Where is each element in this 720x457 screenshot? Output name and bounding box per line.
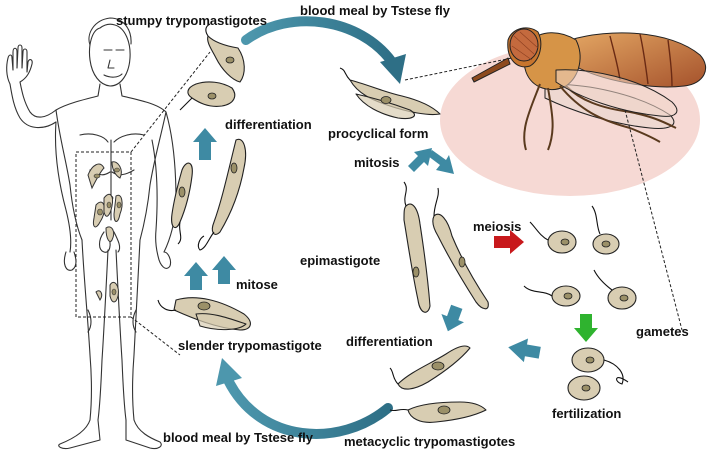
- label-slender-trypomastigote: slender trypomastigote: [178, 338, 322, 353]
- label-differentiation-bottom: differentiation: [346, 334, 433, 349]
- top-curved-arrow: [241, 16, 397, 67]
- label-stumpy-trypomastigotes: stumpy trypomastigotes: [116, 13, 267, 28]
- label-mitose: mitose: [236, 277, 278, 292]
- meiosis-arrow: [494, 230, 524, 254]
- label-procyclical-form: procyclical form: [328, 126, 429, 141]
- tsetse-fly: [471, 27, 706, 151]
- zoom-box: [75, 151, 132, 318]
- label-meiosis: meiosis: [473, 219, 522, 234]
- blood-parasites: [87, 161, 123, 303]
- label-mitosis: mitosis: [354, 155, 400, 170]
- fertilization-arrow: [574, 314, 598, 342]
- small-arrows: [184, 128, 541, 363]
- human-figure: [6, 17, 177, 450]
- label-metacyclic-trypomastigotes: metacyclic trypomastigotes: [344, 434, 516, 449]
- label-blood-meal-top: blood meal by Tstese fly: [300, 3, 451, 18]
- label-differentiation-top: differentiation: [225, 117, 312, 132]
- label-gametes: gametes: [636, 324, 689, 339]
- label-blood-meal-bottom: blood meal by Tstese fly: [163, 430, 314, 445]
- flagella: [157, 23, 629, 412]
- bottom-curved-arrow: [223, 375, 393, 439]
- parasite-nuclei: [178, 56, 629, 415]
- label-fertilization: fertilization: [552, 406, 622, 421]
- label-epimastigote: epimastigote: [300, 253, 381, 268]
